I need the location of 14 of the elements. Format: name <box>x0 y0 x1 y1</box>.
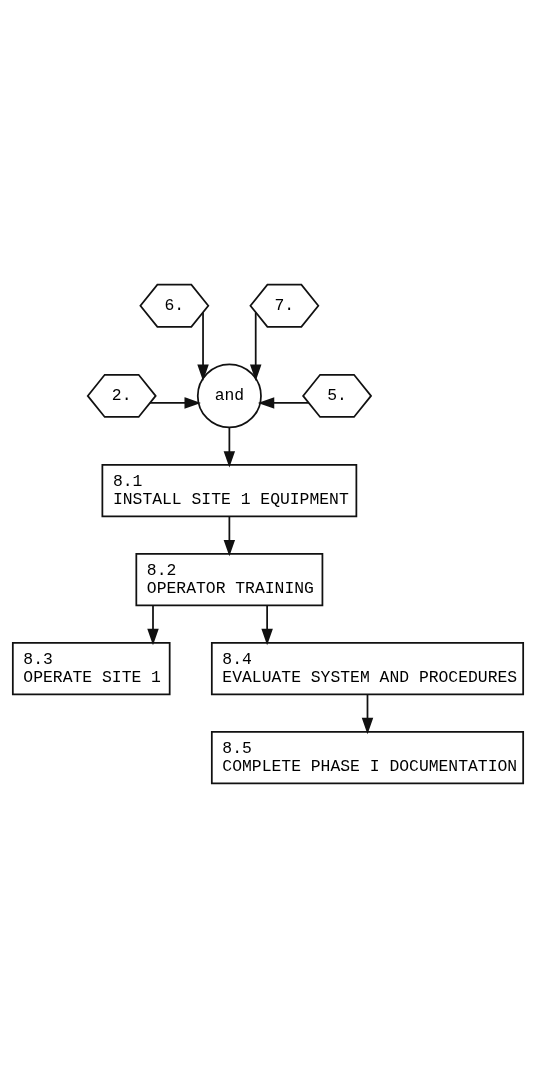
arrow <box>197 311 209 381</box>
arrow <box>257 396 310 409</box>
node-box: 8.3 OPERATE SITE 1 <box>11 641 171 695</box>
arrow <box>361 693 374 734</box>
node-box: 8.5 COMPLETE PHASE I DOCUMENTATION <box>210 730 525 784</box>
node-box: 8.2 OPERATOR TRAINING <box>135 552 324 606</box>
arrow <box>149 396 201 409</box>
arrow <box>147 604 159 645</box>
arrow <box>223 515 236 556</box>
arrow <box>249 311 262 381</box>
node-box: 8.1 INSTALL SITE 1 EQUIPMENT <box>101 463 358 517</box>
arrow <box>223 426 236 468</box>
arrow <box>261 604 273 645</box>
node-box: 8.4 EVALUATE SYSTEM AND PROCEDURES <box>210 641 525 695</box>
